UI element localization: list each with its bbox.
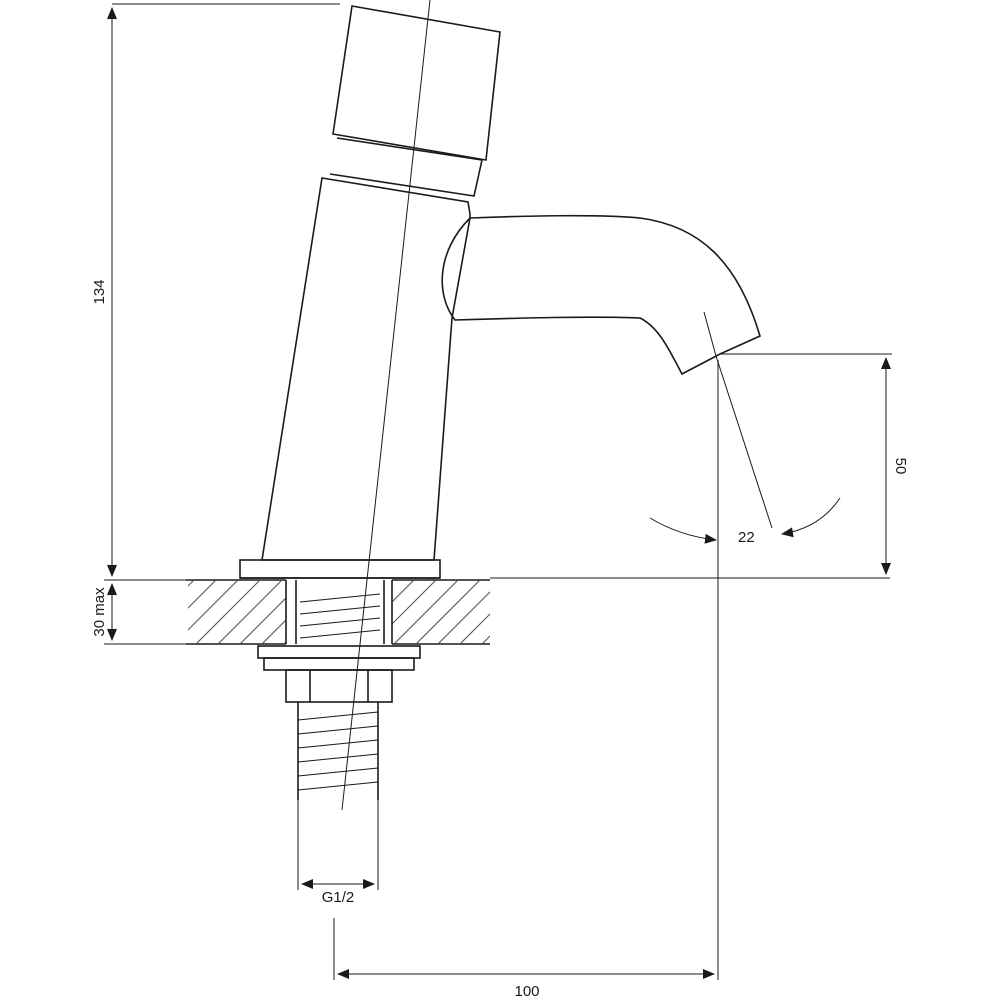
dim-spout-reach-label: 100: [514, 983, 539, 1000]
hatch-line: [481, 635, 490, 644]
hatch-line: [217, 580, 283, 644]
centre-axis: [341, 0, 431, 811]
hatch-line: [504, 580, 568, 644]
dim-thread-size: G1/2: [297, 800, 379, 906]
thread-line: [299, 629, 381, 639]
thread-line: [297, 767, 379, 777]
faucet-body: [239, 0, 761, 811]
hatch-line: [188, 580, 239, 631]
thread-line: [297, 739, 379, 749]
collar: [329, 137, 483, 197]
aerator-line: [703, 311, 717, 357]
dim-deck-thickness: 30 max: [91, 579, 186, 645]
shank: [257, 580, 421, 800]
dim-spout-angle: 22: [649, 355, 841, 546]
dim-total-height-label: 134: [91, 279, 108, 304]
thread-line: [297, 753, 379, 763]
thread-line: [299, 593, 381, 603]
thread-line: [299, 605, 381, 615]
deck-section: [186, 577, 890, 645]
thread-line: [299, 617, 381, 627]
dim-total-height: 134: [91, 3, 340, 577]
hatch-line: [188, 580, 195, 587]
thread-line: [297, 725, 379, 735]
hatch-line: [459, 613, 490, 644]
thread-upper: [299, 593, 381, 639]
washer: [257, 645, 421, 659]
body-cylinder: [261, 177, 471, 561]
hatch-line: [188, 580, 217, 609]
dim-spout-height-label: 50: [892, 458, 909, 475]
lock-nut: [285, 669, 393, 703]
push-cap: [332, 5, 501, 161]
dim-spout-angle-label: 22: [738, 529, 755, 546]
thread-lower: [297, 711, 379, 791]
dim-spout-reach: 100: [333, 360, 719, 1000]
dim-thread-size-label: G1/2: [322, 889, 355, 906]
thread-line: [297, 711, 379, 721]
base-flange: [239, 559, 441, 579]
hatch-line: [393, 580, 459, 644]
hatch-line: [437, 591, 490, 644]
dim-deck-thickness-label: 30 max: [91, 587, 108, 637]
hatch-line: [195, 580, 261, 644]
spout: [441, 214, 761, 376]
thread-line: [297, 781, 379, 791]
dim-spout-height: 50: [720, 353, 909, 575]
hatch-line: [415, 580, 481, 644]
